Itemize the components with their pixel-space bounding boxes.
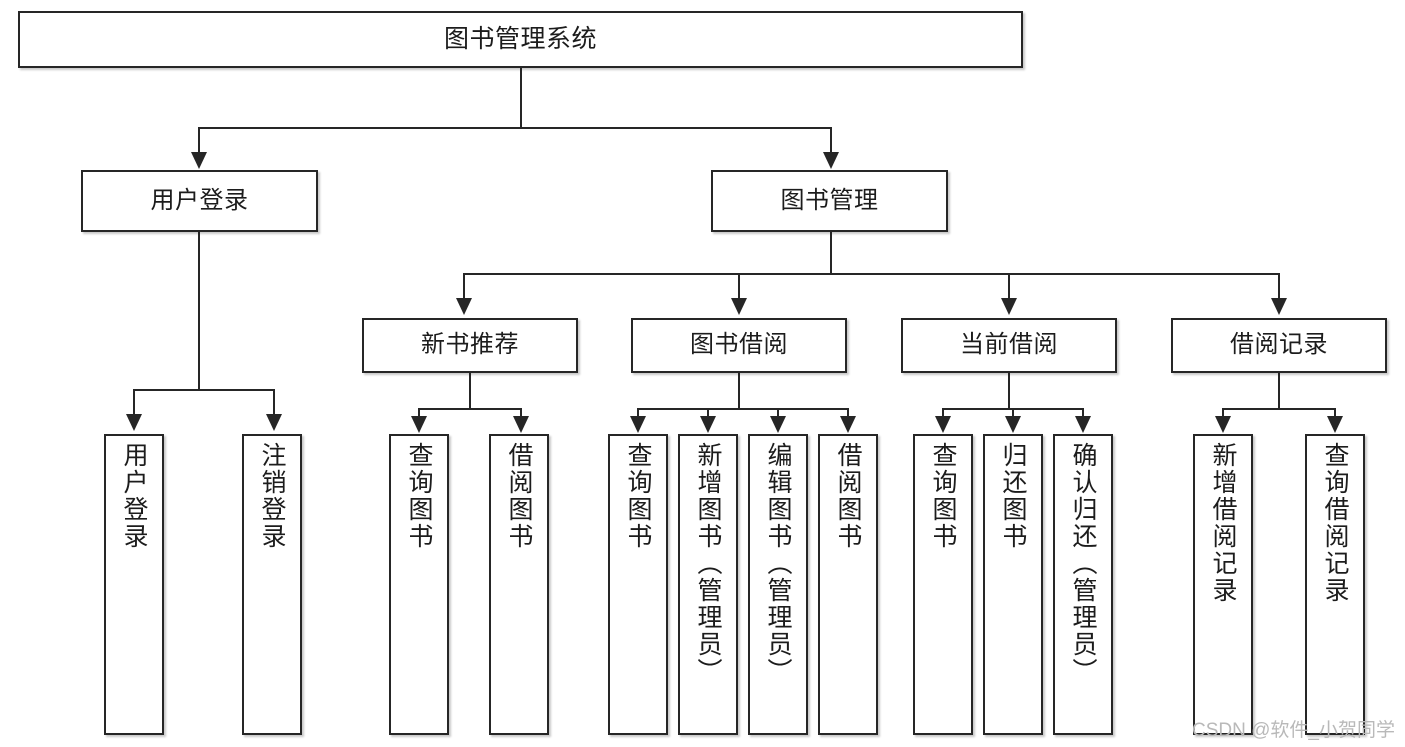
- connector-bb-to-leaf-4: [847, 408, 849, 417]
- connector-user-login-stem: [198, 232, 200, 390]
- arrowhead-new-book-leaf-1: [411, 416, 427, 433]
- arrowhead-to-new-book-recommend: [456, 298, 472, 315]
- node-label: 用户登录: [150, 186, 249, 214]
- connector-new-book-bus: [418, 408, 522, 410]
- arrowhead-bb-leaf-2: [700, 416, 716, 433]
- leaf-label: 查询图书: [929, 442, 957, 550]
- arrowhead-to-borrow-record: [1271, 298, 1287, 315]
- connector-book-borrow-bus: [637, 408, 849, 410]
- leaf-label: 注销登录: [258, 442, 286, 550]
- arrowhead-to-current-borrow: [1001, 298, 1017, 315]
- connector-root-stem: [520, 68, 522, 128]
- node-borrow-record[interactable]: 借阅记录: [1171, 318, 1387, 373]
- arrowhead-user-login-leaf-1: [126, 414, 142, 431]
- arrowhead-br-leaf-1: [1215, 416, 1231, 433]
- leaf-borrow-record-add-record[interactable]: 新增借阅记录: [1193, 434, 1253, 735]
- connector-user-login-bus: [133, 389, 275, 391]
- leaf-label: 归还图书: [999, 442, 1027, 550]
- connector-bm-to-current-borrow: [1008, 273, 1010, 299]
- node-new-book-recommend[interactable]: 新书推荐: [362, 318, 578, 373]
- leaf-book-borrow-borrow-books[interactable]: 借阅图书: [818, 434, 878, 735]
- node-label: 图书管理: [780, 186, 879, 214]
- connector-current-borrow-stem: [1008, 373, 1010, 409]
- node-book-management[interactable]: 图书管理: [711, 170, 948, 232]
- leaf-new-book-query-books[interactable]: 查询图书: [389, 434, 449, 735]
- leaf-label: 编辑图书（管理员）: [764, 442, 792, 685]
- node-label: 借阅记录: [1230, 331, 1328, 359]
- connector-user-login-to-leaf-2: [273, 389, 275, 415]
- leaf-label: 借阅图书: [505, 442, 533, 550]
- node-current-borrow[interactable]: 当前借阅: [901, 318, 1117, 373]
- connector-borrow-record-bus: [1222, 408, 1334, 410]
- arrowhead-to-book-borrow: [731, 298, 747, 315]
- connector-cb-to-leaf-1: [942, 408, 944, 417]
- leaf-label: 借阅图书: [834, 442, 862, 550]
- arrowhead-to-user-login: [191, 152, 207, 169]
- connector-new-book-stem: [469, 373, 471, 409]
- leaf-current-borrow-query-books[interactable]: 查询图书: [913, 434, 973, 735]
- leaf-label: 查询借阅记录: [1321, 442, 1349, 604]
- connector-bm-to-book-borrow: [738, 273, 740, 299]
- arrowhead-bb-leaf-4: [840, 416, 856, 433]
- arrowhead-bb-leaf-1: [630, 416, 646, 433]
- arrowhead-new-book-leaf-2: [513, 416, 529, 433]
- node-label: 图书借阅: [690, 331, 788, 359]
- connector-bm-to-new-book: [463, 273, 465, 299]
- connector-br-to-leaf-1: [1222, 408, 1224, 417]
- node-label: 新书推荐: [421, 331, 519, 359]
- leaf-label: 查询图书: [405, 442, 433, 550]
- arrowhead-bb-leaf-3: [770, 416, 786, 433]
- connector-cb-to-leaf-3: [1082, 408, 1084, 417]
- connector-new-book-to-leaf-2: [520, 408, 522, 417]
- connector-borrow-record-stem: [1278, 373, 1280, 409]
- connector-user-login-to-leaf-1: [133, 389, 135, 415]
- leaf-label: 查询图书: [624, 442, 652, 550]
- connector-root-to-user-login: [198, 127, 200, 153]
- leaf-label: 确认归还（管理员）: [1069, 442, 1097, 685]
- connector-bb-to-leaf-2: [707, 408, 709, 417]
- leaf-new-book-borrow-books[interactable]: 借阅图书: [489, 434, 549, 735]
- leaf-user-login-logout[interactable]: 注销登录: [242, 434, 302, 735]
- connector-book-borrow-stem: [738, 373, 740, 409]
- connector-bb-to-leaf-1: [637, 408, 639, 417]
- node-root-book-management-system[interactable]: 图书管理系统: [18, 11, 1023, 68]
- connector-bb-to-leaf-3: [777, 408, 779, 417]
- arrowhead-user-login-leaf-2: [266, 414, 282, 431]
- node-book-borrow[interactable]: 图书借阅: [631, 318, 847, 373]
- leaf-label: 用户登录: [120, 442, 148, 550]
- arrowhead-cb-leaf-3: [1075, 416, 1091, 433]
- leaf-current-borrow-confirm-return-admin[interactable]: 确认归还（管理员）: [1053, 434, 1113, 735]
- leaf-user-login-login[interactable]: 用户登录: [104, 434, 164, 735]
- connector-book-management-stem: [830, 232, 832, 274]
- connector-bm-to-borrow-record: [1278, 273, 1280, 299]
- node-label: 图书管理系统: [443, 24, 597, 53]
- leaf-label: 新增借阅记录: [1209, 442, 1237, 604]
- leaf-current-borrow-return-books[interactable]: 归还图书: [983, 434, 1043, 735]
- node-user-login[interactable]: 用户登录: [81, 170, 318, 232]
- connector-br-to-leaf-2: [1334, 408, 1336, 417]
- arrowhead-to-book-management: [823, 152, 839, 169]
- connector-cb-to-leaf-2: [1012, 408, 1014, 417]
- connector-root-bus: [198, 127, 832, 129]
- connector-new-book-to-leaf-1: [418, 408, 420, 417]
- leaf-label: 新增图书（管理员）: [694, 442, 722, 685]
- leaf-borrow-record-query-record[interactable]: 查询借阅记录: [1305, 434, 1365, 735]
- leaf-book-borrow-edit-book-admin[interactable]: 编辑图书（管理员）: [748, 434, 808, 735]
- arrowhead-cb-leaf-2: [1005, 416, 1021, 433]
- arrowhead-cb-leaf-1: [935, 416, 951, 433]
- arrowhead-br-leaf-2: [1327, 416, 1343, 433]
- leaf-book-borrow-query-books[interactable]: 查询图书: [608, 434, 668, 735]
- csdn-watermark: CSDN @软件_小贺同学: [1192, 720, 1395, 741]
- connector-book-management-bus: [463, 273, 1279, 275]
- node-label: 当前借阅: [960, 331, 1058, 359]
- connector-root-to-book-management: [830, 127, 832, 153]
- leaf-book-borrow-add-book-admin[interactable]: 新增图书（管理员）: [678, 434, 738, 735]
